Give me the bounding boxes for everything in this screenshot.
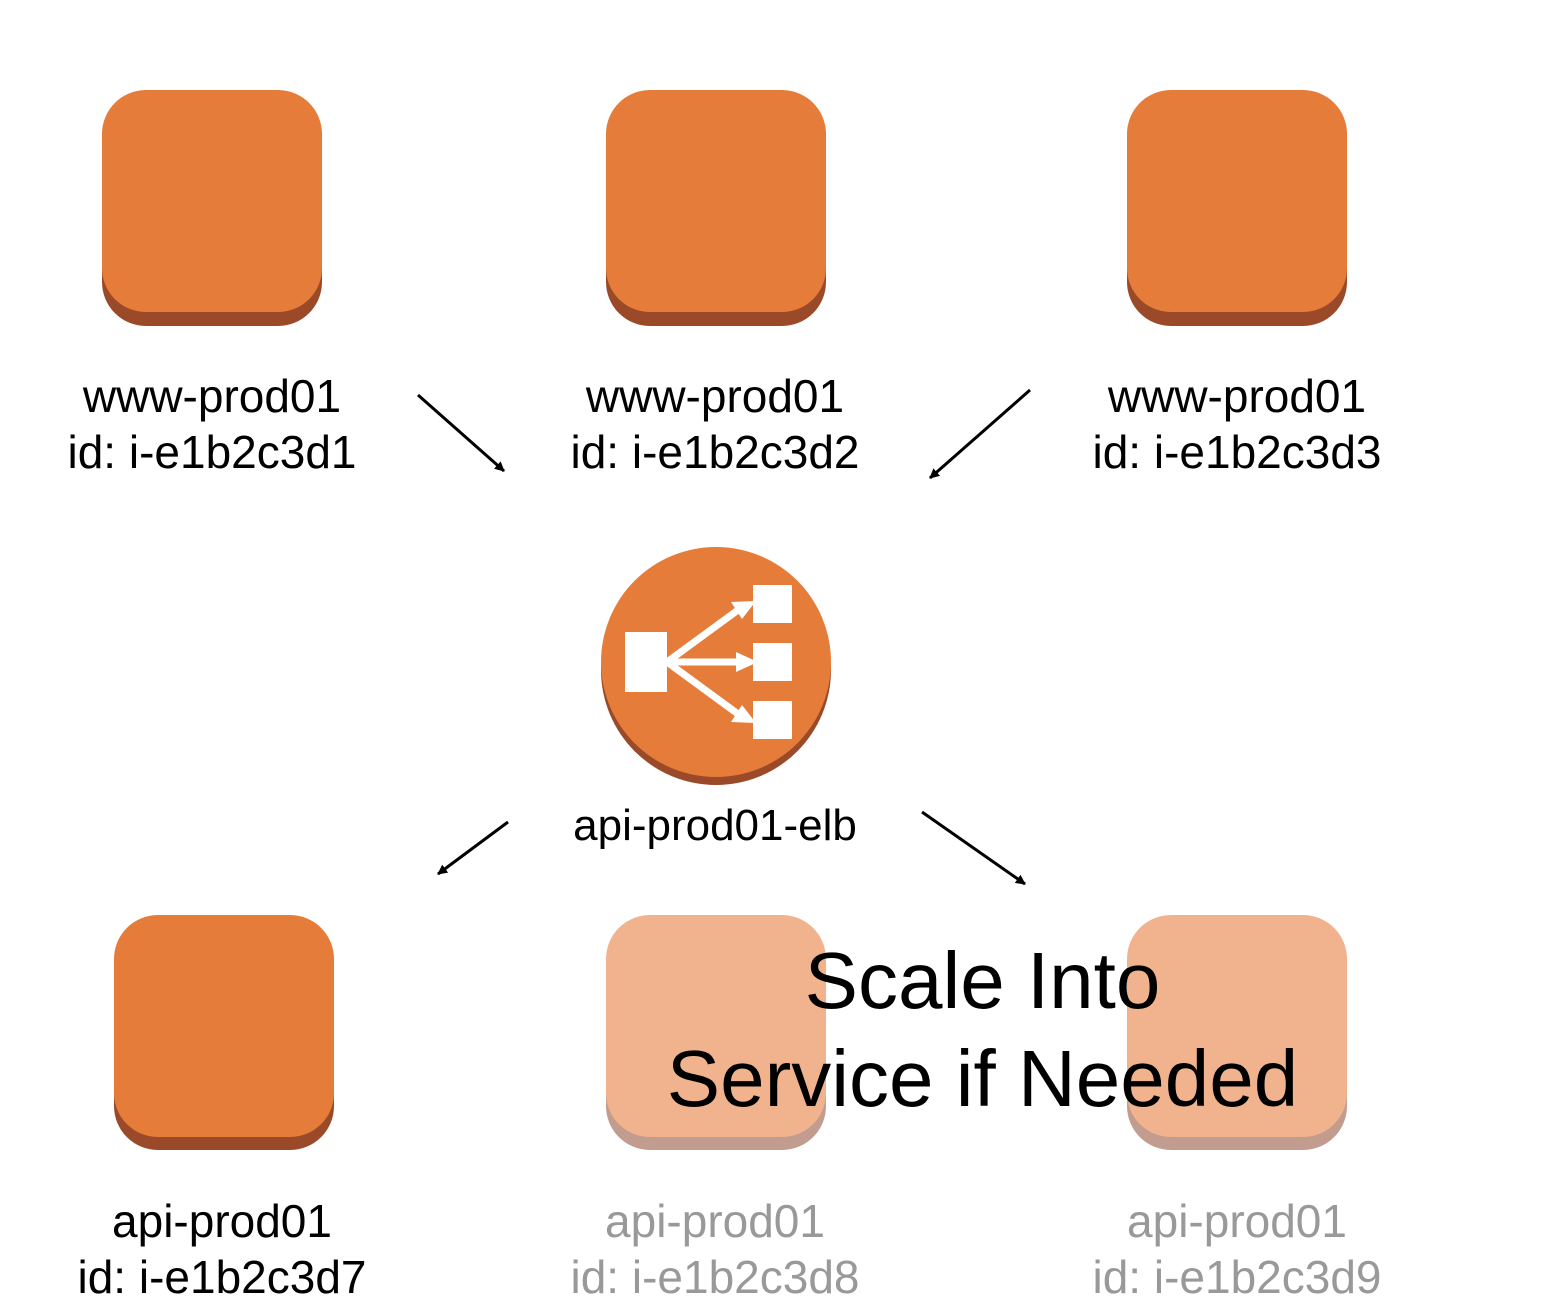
- www-instance-label-2: www-prod01 id: i-e1b2c3d2: [545, 368, 885, 480]
- instance-id: id: i-e1b2c3d9: [1092, 1251, 1382, 1303]
- api-instance-label-7: api-prod01 id: i-e1b2c3d7: [52, 1193, 392, 1305]
- scale-note-line-2: Service if Needed: [666, 1034, 1299, 1123]
- instance-icon-www-1[interactable]: [102, 90, 322, 326]
- instance-id: id: i-e1b2c3d3: [1092, 426, 1382, 478]
- arrow-elb-to-api-7: [437, 820, 509, 876]
- instance-id: id: i-e1b2c3d7: [77, 1251, 367, 1303]
- arrow-www3-to-elb: [929, 388, 1031, 480]
- instance-name: api-prod01: [605, 1195, 825, 1247]
- instance-name: www-prod01: [585, 370, 845, 422]
- instance-icon-api-9-standby[interactable]: [1127, 915, 1347, 1150]
- api-instance-label-8: api-prod01 id: i-e1b2c3d8: [545, 1193, 885, 1305]
- instance-icon-www-2[interactable]: [606, 90, 826, 326]
- instance-id: id: i-e1b2c3d2: [570, 426, 860, 478]
- instance-name: www-prod01: [1107, 370, 1367, 422]
- www-instance-label-3: www-prod01 id: i-e1b2c3d3: [1067, 368, 1407, 480]
- load-balancer-label: api-prod01-elb: [573, 801, 857, 850]
- arrow-elb-to-api-scale: [921, 810, 1026, 886]
- instance-name: www-prod01: [82, 370, 342, 422]
- instance-icon-api-7[interactable]: [114, 915, 334, 1150]
- scale-note: Scale Into Service if Needed: [600, 932, 1365, 1128]
- instance-name: api-prod01: [1127, 1195, 1347, 1247]
- instance-id: id: i-e1b2c3d8: [570, 1251, 860, 1303]
- instance-name: api-prod01: [112, 1195, 332, 1247]
- instance-id: id: i-e1b2c3d1: [67, 426, 357, 478]
- load-balancer-icon[interactable]: [601, 547, 831, 785]
- arrow-www1-to-elb: [417, 393, 505, 473]
- api-instance-label-9: api-prod01 id: i-e1b2c3d9: [1067, 1193, 1407, 1305]
- instance-icon-api-8-standby[interactable]: [606, 915, 826, 1150]
- scale-note-line-1: Scale Into: [804, 936, 1161, 1025]
- www-instance-label-1: www-prod01 id: i-e1b2c3d1: [42, 368, 382, 480]
- instance-icon-www-3[interactable]: [1127, 90, 1347, 326]
